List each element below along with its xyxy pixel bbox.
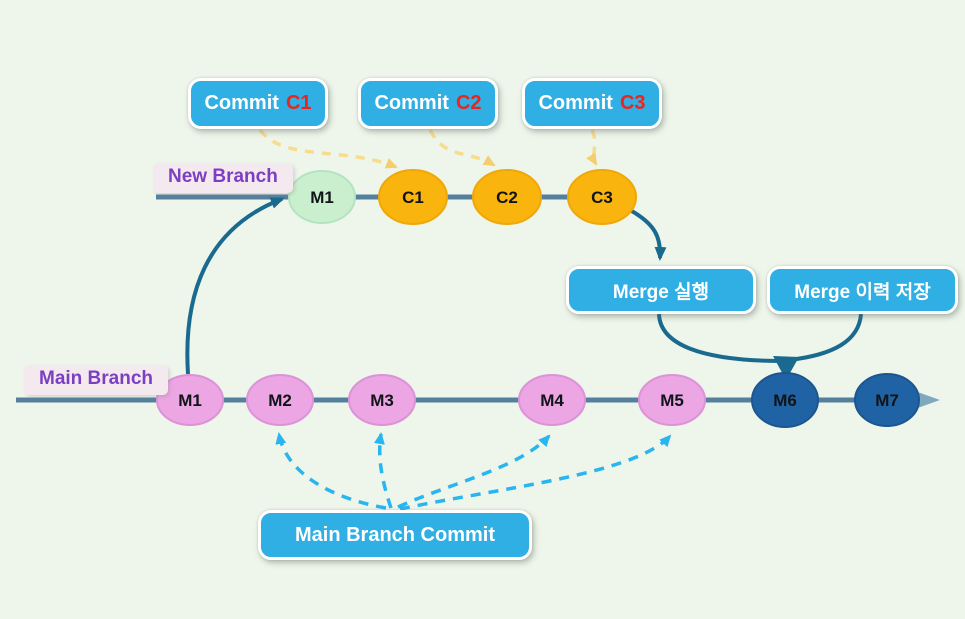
callout-commit-c3: Commit C3 <box>522 78 662 129</box>
commit-c2-arrow <box>428 129 496 167</box>
node-c2-label: C2 <box>496 188 518 207</box>
node-main-m5: M5 <box>638 374 706 426</box>
merge-exec-to-m6-arrow <box>657 313 784 363</box>
commit-arrow-to-m3 <box>373 432 393 509</box>
main-branch-label: Main Branch <box>24 365 169 395</box>
callout-merge-history-text: Merge 이력 저장 <box>794 281 931 303</box>
node-c2: C2 <box>472 169 542 225</box>
callout-commit-c1-code: C1 <box>285 92 312 114</box>
callout-main-branch-commit-text: Main Branch Commit <box>294 523 496 546</box>
merge-history-to-m6-arrow <box>788 313 863 362</box>
node-main-m5-label: M5 <box>660 391 684 410</box>
node-main-m3: M3 <box>348 374 416 426</box>
callout-commit-c2-text: Commit <box>374 92 449 114</box>
branch-off-arrow <box>185 197 285 375</box>
new-branch-label: New Branch <box>153 163 293 193</box>
node-c1-label: C1 <box>402 188 424 207</box>
node-main-m2: M2 <box>246 374 314 426</box>
node-new-m1-label: M1 <box>310 188 334 207</box>
node-c1: C1 <box>378 169 448 225</box>
callout-commit-c3-code: C3 <box>619 92 646 114</box>
commit-arrow-to-m4 <box>397 434 551 509</box>
node-main-m4: M4 <box>518 374 586 426</box>
callout-commit-c1: Commit C1 <box>188 78 328 129</box>
node-main-m6: M6 <box>751 372 819 428</box>
commit-arrow-to-m5 <box>399 434 672 511</box>
callout-commit-c1-text: Commit <box>204 92 279 114</box>
callout-merge-exec-text: Merge 실행 <box>612 281 710 303</box>
commit-c3-arrow <box>586 129 598 166</box>
node-main-m4-label: M4 <box>540 391 564 410</box>
node-main-m6-label: M6 <box>773 391 797 410</box>
callout-commit-c2-code: C2 <box>455 92 482 114</box>
node-main-m2-label: M2 <box>268 391 292 410</box>
callout-main-branch-commit: Main Branch Commit <box>258 510 532 560</box>
callout-merge-history: Merge 이력 저장 <box>767 266 958 314</box>
node-c3: C3 <box>567 169 637 225</box>
node-main-m7: M7 <box>854 373 920 427</box>
callout-commit-c3-text: Commit <box>538 92 613 114</box>
node-c3-label: C3 <box>591 188 613 207</box>
callout-commit-c2: Commit C2 <box>358 78 498 129</box>
commit-arrow-to-m2 <box>275 432 387 510</box>
c3-to-merge-arrow <box>629 208 667 261</box>
node-main-m1-label: M1 <box>178 391 202 410</box>
m6-merge-arrowhead-icon <box>773 356 799 380</box>
node-main-m1: M1 <box>156 374 224 426</box>
node-main-m3-label: M3 <box>370 391 394 410</box>
node-new-m1: M1 <box>288 170 356 224</box>
commit-c1-arrow <box>258 128 398 169</box>
node-main-m7-label: M7 <box>875 391 899 410</box>
callout-merge-exec: Merge 실행 <box>566 266 756 314</box>
